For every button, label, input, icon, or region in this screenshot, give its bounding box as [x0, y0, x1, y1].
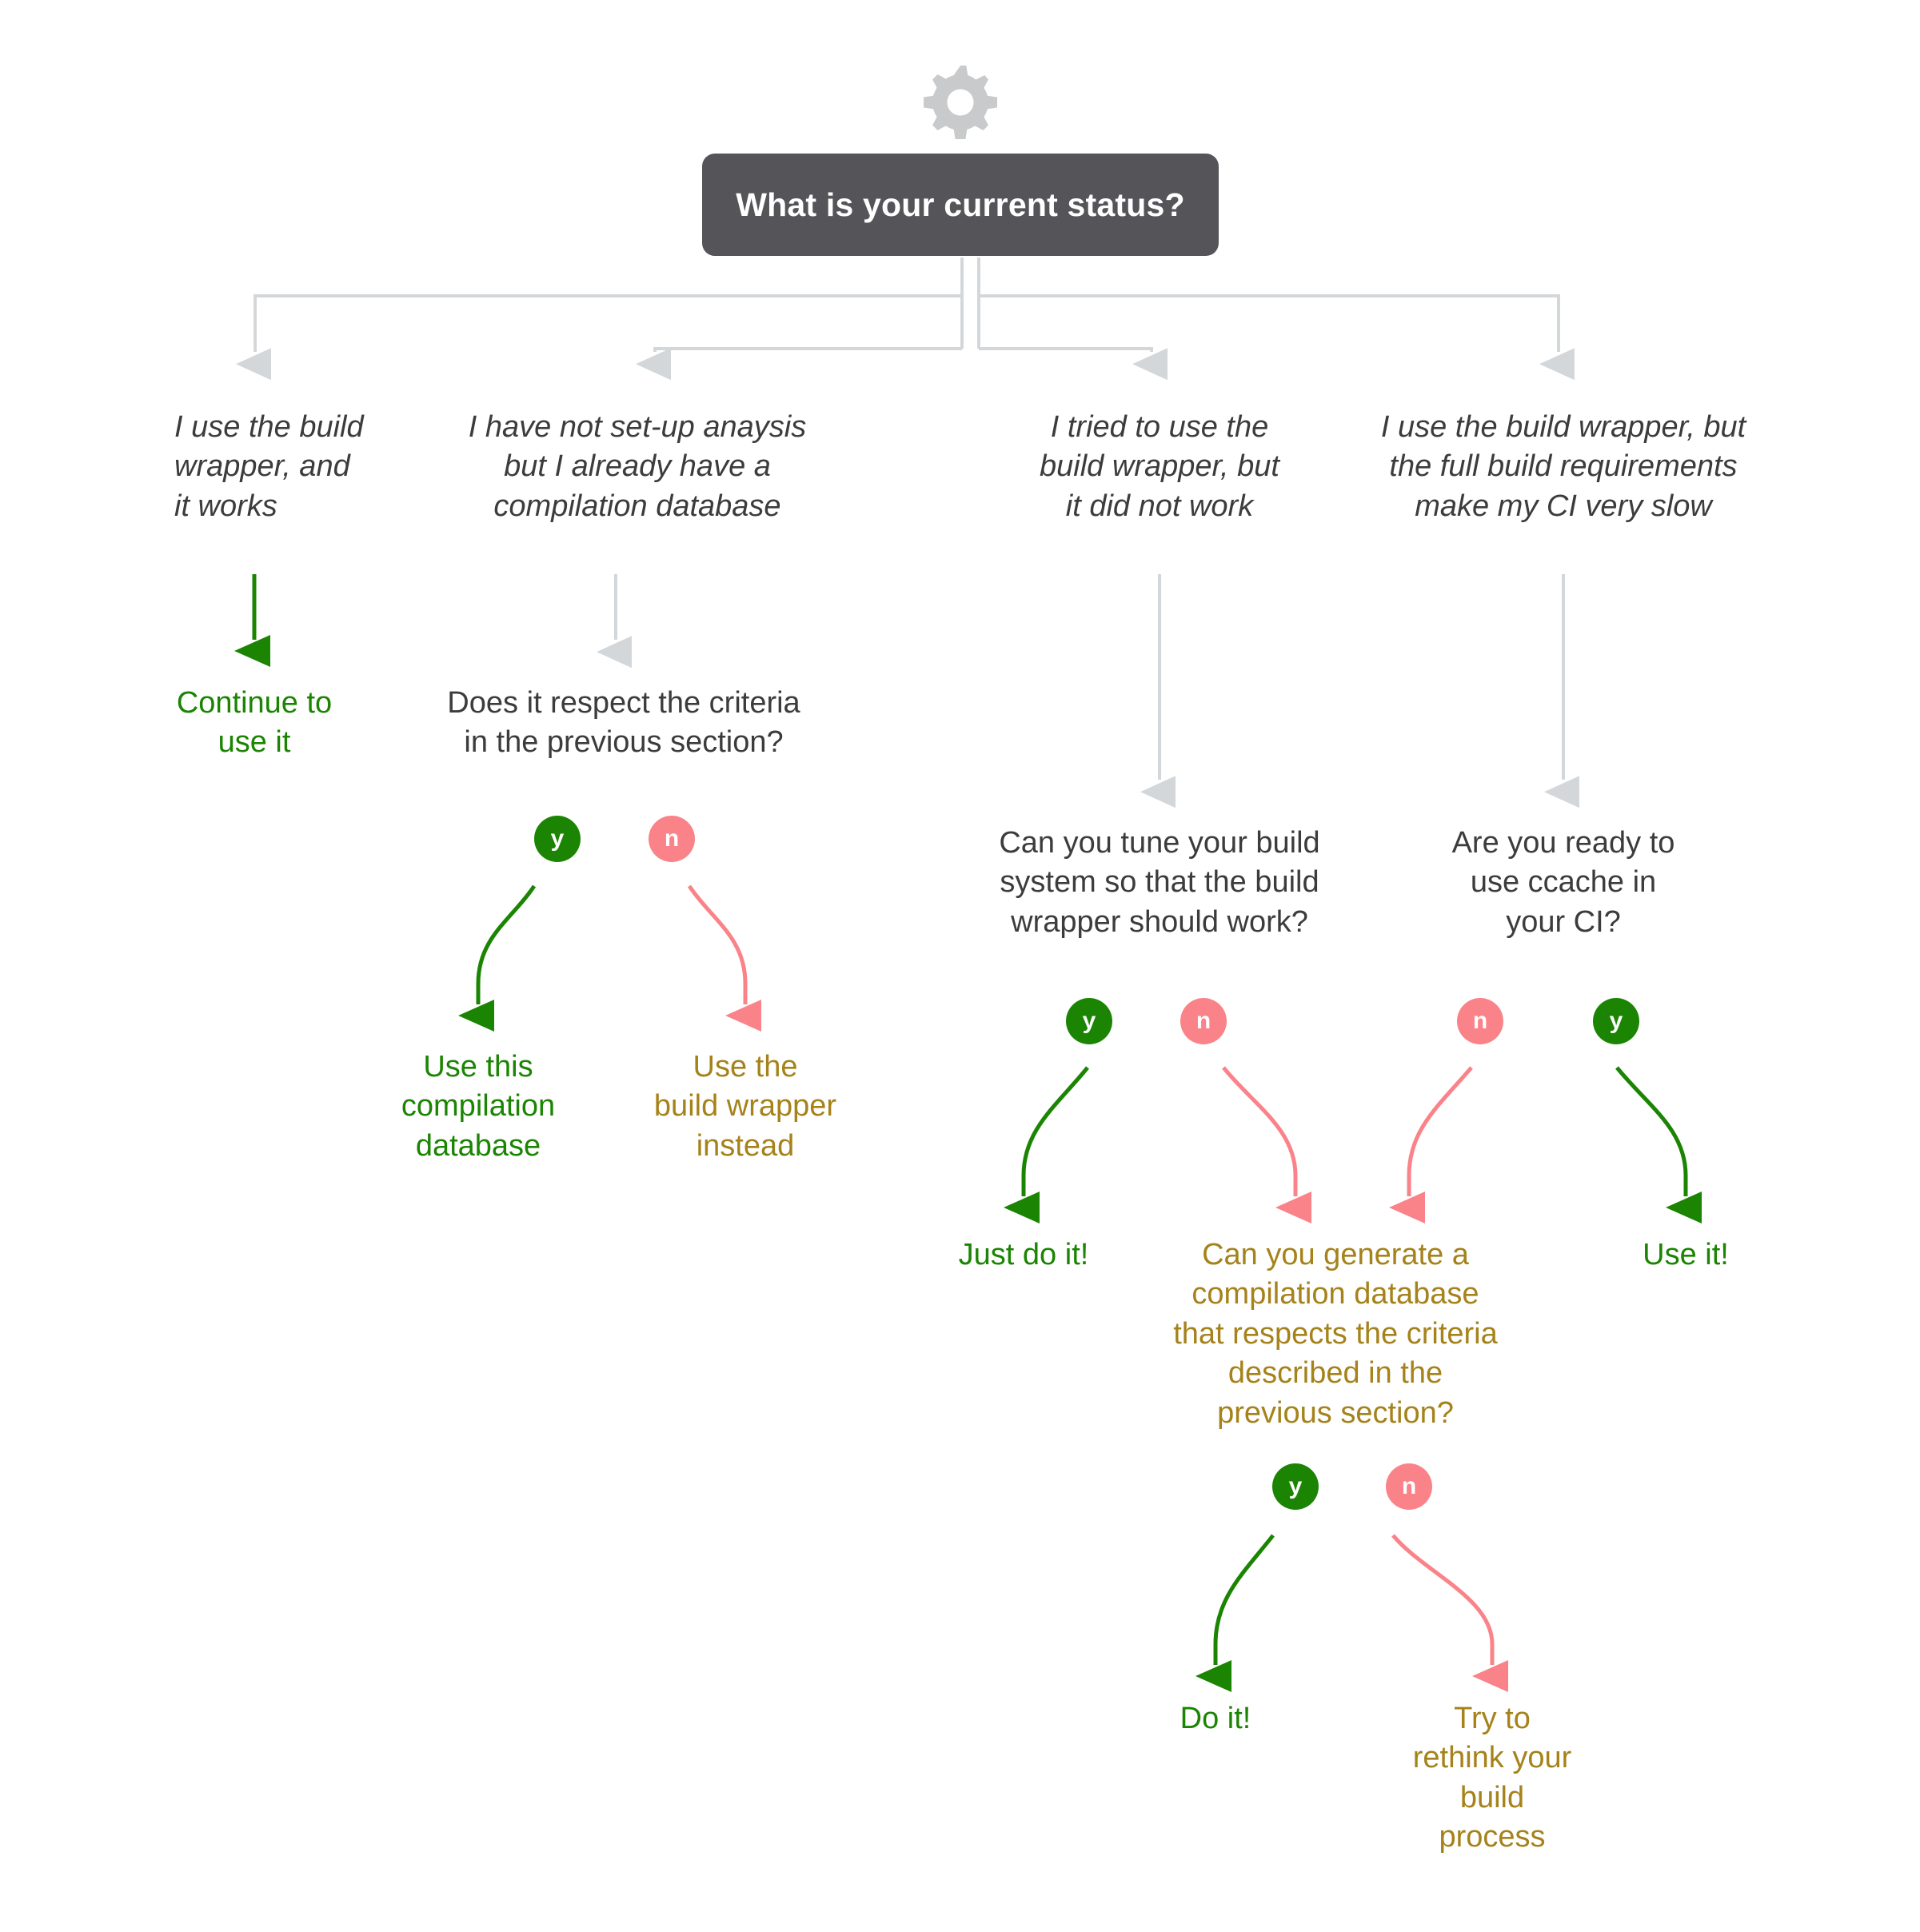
- leaf-use-build-wrapper-instead: Use the build wrapper instead: [653, 1050, 837, 1163]
- branch-label-build-wrapper-works: I use the build wrapper, and it works: [174, 410, 364, 523]
- badge-yes-generate[interactable]: y: [1272, 1463, 1319, 1510]
- badge-no-ccache[interactable]: n: [1457, 998, 1503, 1044]
- question-tune-build-system: Can you tune your build system so that t…: [999, 826, 1320, 939]
- wire-ccache-yes: [1615, 1066, 1702, 1223]
- wire-generate-no: [1391, 1534, 1508, 1692]
- branch-label-ci-very-slow: I use the build wrapper, but the full bu…: [1380, 410, 1746, 523]
- gear-icon: [924, 66, 997, 139]
- wire-criteria-yes: [458, 884, 537, 1032]
- root-question-label: What is your current status?: [736, 186, 1185, 223]
- badge-no-tune[interactable]: n: [1180, 998, 1227, 1044]
- leaf-rethink-build-process: Try to rethink your build process: [1412, 1702, 1572, 1854]
- badge-yes-ccache[interactable]: y: [1593, 998, 1639, 1044]
- root-question-node[interactable]: What is your current status?: [702, 154, 1219, 256]
- wire-ccache-no: [1389, 1066, 1473, 1223]
- root-bus-wires: [236, 257, 1575, 381]
- branch-label-wrapper-did-not-work: I tried to use the build wrapper, but it…: [1040, 410, 1279, 523]
- question-does-it-respect-criteria: Does it respect the criteria in the prev…: [447, 686, 800, 760]
- badge-yes-criteria[interactable]: y: [534, 816, 581, 862]
- question-generate-compilation-database: Can you generate a compilation database …: [1173, 1238, 1498, 1430]
- leaf-continue-to-use-it: Continue to use it: [176, 686, 333, 760]
- leaf-just-do-it: Just do it!: [958, 1238, 1089, 1271]
- wire-tune-no: [1222, 1066, 1311, 1223]
- badge-no-generate[interactable]: n: [1386, 1463, 1432, 1510]
- badge-yes-tune[interactable]: y: [1066, 998, 1112, 1044]
- branch-label-no-analysis-has-compdb: I have not set-up anaysis but I already …: [468, 410, 807, 523]
- leaf-use-this-compilation-database: Use this compilation database: [401, 1050, 556, 1163]
- wire-generate-yes: [1196, 1534, 1275, 1692]
- leaf-do-it: Do it!: [1180, 1702, 1251, 1735]
- wire-tune-yes: [1004, 1066, 1089, 1223]
- badge-no-criteria[interactable]: n: [649, 816, 695, 862]
- wire-criteria-no: [687, 884, 761, 1032]
- leaf-use-it: Use it!: [1643, 1238, 1729, 1271]
- question-ready-to-use-ccache: Are you ready to use ccache in your CI?: [1451, 826, 1675, 939]
